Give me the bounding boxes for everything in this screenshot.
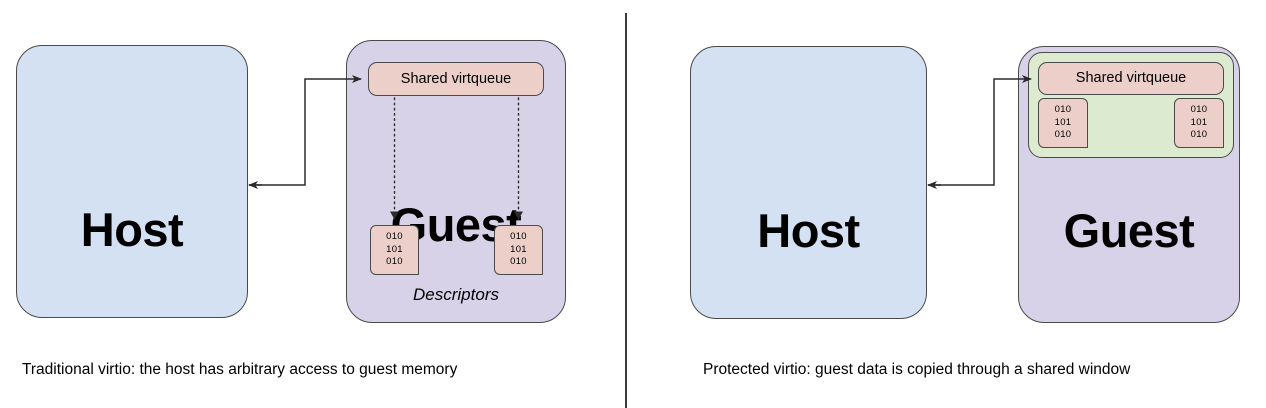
descriptor-line: 101 <box>386 243 403 255</box>
descriptor-line: 010 <box>1054 129 1072 141</box>
connector-host-virtqueue-protected <box>927 75 1032 189</box>
descriptor-line: 010 <box>386 256 403 268</box>
descriptor-line: 101 <box>510 243 527 255</box>
descriptor-line: 010 <box>1190 103 1208 115</box>
descriptor-box-traditional-2[interactable]: 010 101 010 <box>494 225 543 275</box>
panel-caption-protected: Protected virtio: guest data is copied t… <box>703 361 1131 378</box>
host-box-traditional[interactable]: Host <box>16 45 248 318</box>
connector-host-virtqueue-traditional <box>248 75 362 189</box>
descriptor-box-protected-2[interactable]: 010 101 010 <box>1174 98 1224 148</box>
descriptor-line: 010 <box>510 256 527 268</box>
descriptor-box-traditional-1[interactable]: 010 101 010 <box>370 225 419 275</box>
descriptor-line: 010 <box>510 230 527 242</box>
host-label-protected: Host <box>757 204 860 257</box>
descriptor-line: 010 <box>1054 103 1072 115</box>
panel-caption-traditional: Traditional virtio: the host has arbitra… <box>22 361 458 378</box>
descriptor-box-protected-1[interactable]: 010 101 010 <box>1038 98 1088 148</box>
descriptor-line: 101 <box>1054 116 1072 128</box>
descriptor-line: 101 <box>1190 116 1208 128</box>
descriptor-line: 010 <box>1190 129 1208 141</box>
host-label-traditional: Host <box>80 203 184 256</box>
host-box-protected[interactable]: Host <box>690 46 927 319</box>
descriptor-line: 010 <box>386 230 403 242</box>
shared-virtqueue-protected[interactable]: Shared virtqueue <box>1038 62 1224 95</box>
descriptors-caption-traditional: Descriptors <box>413 285 499 304</box>
shared-virtqueue-traditional[interactable]: Shared virtqueue <box>368 62 544 96</box>
panel-divider <box>625 13 627 408</box>
guest-label-protected: Guest <box>1063 204 1195 257</box>
